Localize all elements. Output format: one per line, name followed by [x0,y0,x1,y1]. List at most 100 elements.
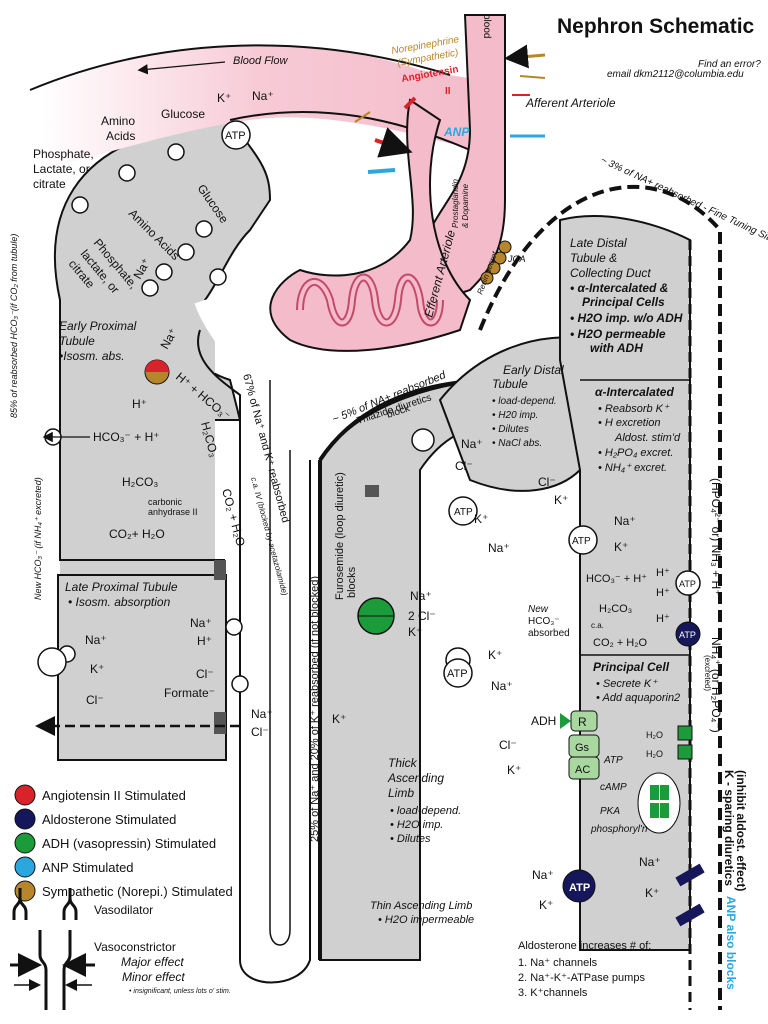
principal-k: K⁺ [539,898,553,912]
tal-k3: K⁺ [332,712,346,726]
early-dct-sub-2: • H20 imp. [492,410,538,421]
principal-sub-2: • Add aquaporin2 [596,692,680,704]
jga-label: JGA [507,254,526,264]
thick-title-3: Limb [388,786,414,800]
cd-title-2: Tubule & [570,251,617,265]
minor-effect-label: Minor effect [122,970,185,984]
ac-label: AC [575,764,590,776]
early-dct-title-1: Early Distal [503,363,564,377]
dct-na2: Na⁺ [488,541,510,555]
tal-k2: K⁺ [488,648,502,662]
pct-h2co3: H₂CO₃ [122,475,158,489]
blood-flow-label: Blood Flow [233,55,288,67]
gs-label: Gs [575,742,590,754]
receptor-label: R [578,715,587,729]
dct-atp: ATP [454,507,473,518]
pct-hco3-h: HCO₃⁻ + H⁺ [93,430,160,444]
atp-pump-alpha2 [675,570,701,596]
alpha-new-hco3-1: New [528,604,549,615]
thick-title-1: Thick [388,756,418,770]
cd-bullet-4: • H2O permeable [570,327,666,341]
legend-label: Angiotensin II Stimulated [42,788,186,803]
furosemide-2: blocks [346,566,358,598]
pct-amino-2: Acids [106,129,135,143]
principal-na: Na⁺ [532,868,554,882]
error-note-1: Find an error? [698,59,761,70]
cd-title-3: Collecting Duct [570,266,651,280]
tal-cl2: 2 Cl⁻ [408,609,436,623]
pct-carbonic-2: anhydrase II [148,507,198,517]
late-pct-na-para: Na⁺ [251,707,273,721]
cd-bullet-1: • α-Intercalated & [570,281,668,295]
alpha-sub-2: • H excretion [598,417,661,429]
nh4-label: NH₄⁺ (or H₂PO₄⁻) [709,637,723,733]
aquaporin-channel-1 [677,725,693,741]
proximal-cell-block [60,300,215,580]
late-proximal-shape [57,574,227,761]
vasodilator-label: Vasodilator [94,903,153,917]
blood-label: blood [481,14,492,38]
tal-cl: Cl⁻ [499,738,517,752]
late-pct-cl-lumen: Cl⁻ [196,667,214,681]
late-pct-cl: Cl⁻ [86,693,104,707]
alpha-atp2: ATP [679,579,696,589]
dct-cl2: Cl⁻ [538,475,556,489]
alpha-hco3-h: HCO₃⁻ + H⁺ [586,573,647,585]
h2o-label-2: H₂O [646,749,663,759]
tal-k: K⁺ [408,625,422,639]
thick-sub-1: • load-depend. [390,805,461,817]
early-dct-sub-4: • NaCl abs. [492,438,542,449]
late-pct-sub: • Isosm. absorption [68,595,171,609]
major-effect-label: Major effect [121,955,184,969]
phos-label: phosphoryl'n [590,824,648,835]
early-dct-sub-3: • Dilutes [492,424,529,435]
alpha-co2-h2o: CO₂ + H₂O [593,637,648,649]
thick-sub-2: • H2O imp. [390,819,443,831]
vessel-legend-icons [12,888,78,1010]
principal-k-lumen: K⁺ [645,886,659,900]
anp-blocks: ANP also blocks [724,896,738,990]
early-dct-sub-1: • load-depend. [492,396,557,407]
atp-pump-dct [448,496,478,526]
alpha-new-hco3-2: HCO₃⁻ [528,616,560,627]
alpha-new-hco3-3: absorbed [528,628,570,639]
thin-limb-2: • H2O impermeable [378,914,474,926]
ac-enzyme [568,756,600,780]
fine-tuning-line [478,184,722,1010]
jga-cells [480,240,512,285]
legend-swatch [14,832,36,854]
adh-label: ADH [531,714,556,728]
alpha-sub-4: • H₂PO₄ excret. [598,447,673,459]
vasoconstrictor-label: Vasoconstrictor [94,940,176,954]
camp-label: cAMP [600,782,627,793]
furosemide-1: Furosemide (loop diuretic) [334,472,346,600]
alpha-k: K⁺ [554,493,568,507]
alpha-h1: H⁺ [656,567,670,579]
principal-na-lumen: Na⁺ [639,855,661,869]
tal-na2: Na⁺ [491,679,513,693]
early-pct-title-2: Tubule [59,334,95,348]
late-pct-cl-para: Cl⁻ [251,725,269,739]
atp-pump-aldosterone [675,621,701,647]
cd-bullet-5: with ADH [590,341,643,355]
late-pct-h-lumen: H⁺ [197,634,212,648]
pct-phosphate-2: Lactate, or [33,162,90,176]
alpha-sub-1: • Reabsorb K⁺ [598,403,670,415]
pct-glucose: Glucose [161,107,205,121]
cd-bullet-3: • H2O imp. w/o ADH [570,311,683,325]
pct-phosphate-3: citrate [33,177,66,191]
cd-title-1: Late Distal [570,236,627,250]
aldo-item-1: 1. Na⁺ channels [518,957,598,969]
early-pct-title-1: Early Proximal [59,319,137,333]
page-title: Nephron Schematic [557,15,755,38]
nh3-label: (HPO₄²⁻ or) NH₃ + H⁺ [709,478,723,595]
pct-new-hco3: New HCO₃⁻ (if NH₄⁺ excreted) [33,477,43,600]
alpha-na: Na⁺ [614,514,636,528]
alpha-title: α-Intercalated [595,385,674,399]
legend-swatch [14,808,36,830]
pct-atp: ATP [225,130,246,142]
late-pct-title: Late Proximal Tubule [65,580,178,594]
pct-amino-1: Amino [101,114,135,128]
alpha-sub-5: • NH₄⁺ excret. [598,462,667,474]
